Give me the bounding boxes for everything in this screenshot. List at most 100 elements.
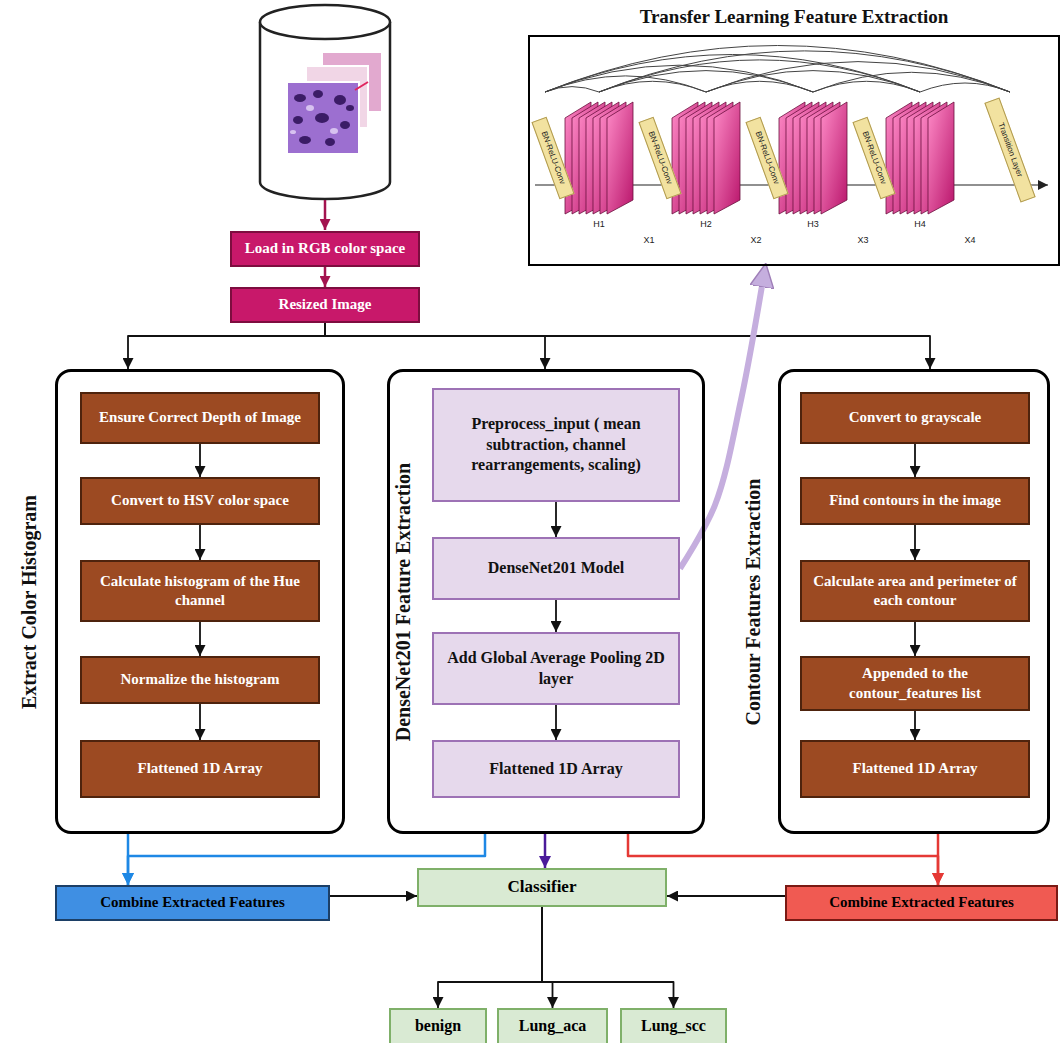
flow-arrow xyxy=(667,895,785,897)
flow-arrow xyxy=(199,704,201,740)
classifier-box: Classifier xyxy=(417,868,667,907)
block-label: H4 xyxy=(914,219,926,230)
process-panel: Contour Features ExtractionConvert to gr… xyxy=(778,369,1050,834)
block-label: H1 xyxy=(593,219,605,230)
dense-connections xyxy=(545,46,1010,93)
dense-block-illustration xyxy=(535,46,1048,215)
flow-arrow xyxy=(555,600,557,632)
panel-heading: Contour Features Extraction xyxy=(741,369,763,834)
flow-arrow xyxy=(628,834,938,885)
step-box: Find contours in the image xyxy=(800,477,1030,525)
flow-arrow xyxy=(330,895,417,897)
step-box: Convert to HSV color space xyxy=(80,477,320,525)
panel-heading: Transfer Learning Feature Extraction xyxy=(530,5,1058,29)
class-box: benign xyxy=(389,1008,487,1043)
flow-arrow xyxy=(199,622,201,656)
step-box: Add Global Average Pooling 2D layer xyxy=(432,632,680,705)
step-box: Flattened 1D Array xyxy=(80,740,320,798)
class-box: Lung_scc xyxy=(620,1008,727,1043)
database-cylinder xyxy=(260,5,390,199)
step-box: Flattened 1D Array xyxy=(432,740,680,798)
box-label: Normalize the histogram xyxy=(120,670,279,690)
box-label: Convert to HSV color space xyxy=(111,491,289,511)
box-label: Ensure Correct Depth of Image xyxy=(99,408,301,428)
box-label: Lung_scc xyxy=(641,1016,706,1037)
class-box: Lung_aca xyxy=(497,1008,608,1043)
process-panel: Extract Color HistogramEnsure Correct De… xyxy=(55,369,345,834)
box-label: Lung_aca xyxy=(519,1016,587,1037)
block-label: H3 xyxy=(807,219,819,230)
step-box: Preprocess_input ( mean subtraction, cha… xyxy=(432,388,680,502)
flow-arrow xyxy=(199,444,201,477)
box-label: Combine Extracted Features xyxy=(829,893,1014,913)
flow-arrow xyxy=(199,525,201,560)
flow-arrow xyxy=(438,907,542,1008)
block-label: X3 xyxy=(857,235,868,246)
box-label: Preprocess_input ( mean subtraction, cha… xyxy=(442,414,670,476)
step-box: Convert to grayscale xyxy=(800,392,1030,444)
block-label: X2 xyxy=(750,235,761,246)
feature-maps xyxy=(672,102,740,214)
flow-arrow xyxy=(325,323,930,369)
box-label: benign xyxy=(415,1016,461,1037)
flow-arrow xyxy=(914,711,916,740)
flow-arrow xyxy=(128,323,325,369)
flow-arrow xyxy=(542,907,674,1008)
box-label: DenseNet201 Model xyxy=(488,558,624,579)
box-label: Flattened 1D Array xyxy=(138,759,263,779)
step-box: Appended to the contour_features list xyxy=(800,656,1030,711)
tissue-mark xyxy=(355,82,368,90)
flow-arrow xyxy=(555,502,557,537)
box-label: Flattened 1D Array xyxy=(489,759,622,780)
block-label: H2 xyxy=(700,219,712,230)
process-panel: DenseNet201 Feature Extraction Preprocess… xyxy=(387,369,705,834)
box-label: Convert to grayscale xyxy=(849,408,981,428)
box-label: Resized Image xyxy=(279,295,372,315)
cell-cytoplasm xyxy=(290,105,338,134)
flow-arrow xyxy=(542,907,553,1008)
combine-box: Combine Extracted Features xyxy=(55,885,330,921)
box-label: Load in RGB color space xyxy=(245,239,406,259)
flow-arrow xyxy=(937,834,940,885)
step-box: DenseNet201 Model xyxy=(432,537,680,600)
step-box: Normalize the histogram xyxy=(80,656,320,704)
flow-arrow xyxy=(555,705,557,740)
block-label: X1 xyxy=(643,235,654,246)
cell-nuclei xyxy=(293,90,354,146)
box-label: Calculate histogram of the Hue channel xyxy=(90,572,310,611)
box-label: Calculate area and perimeter of each con… xyxy=(810,572,1020,611)
feature-maps xyxy=(565,102,633,214)
source-arrow xyxy=(324,200,327,230)
layer-strip-label: Transition Layer xyxy=(984,97,1035,202)
panel-heading: DenseNet201 Feature Extraction xyxy=(391,369,413,834)
block-label: X4 xyxy=(964,235,975,246)
flow-arrow xyxy=(914,525,916,560)
step-box: Calculate area and perimeter of each con… xyxy=(800,560,1030,622)
panel-heading: Extract Color Histogram xyxy=(17,369,39,834)
transfer-panel: Transfer Learning Feature Extraction xyxy=(528,35,1060,266)
box-label: Find contours in the image xyxy=(829,491,1001,511)
feature-maps xyxy=(886,102,954,214)
flow-arrow xyxy=(914,622,916,656)
layer-strip-label: BN-ReLU-Conv xyxy=(638,117,681,200)
cylinder-body xyxy=(260,22,390,199)
step-box: Calculate histogram of the Hue channel xyxy=(80,560,320,622)
layer-strip-label: BN-ReLU-Conv xyxy=(745,117,788,200)
combine-box: Combine Extracted Features xyxy=(785,885,1058,921)
box-label: Add Global Average Pooling 2D layer xyxy=(442,648,670,690)
flow-arrow xyxy=(544,834,547,868)
cylinder-top xyxy=(260,5,390,39)
step-box: Flattened 1D Array xyxy=(800,740,1030,798)
step-box: Ensure Correct Depth of Image xyxy=(80,392,320,444)
feature-maps xyxy=(779,102,847,214)
layer-strip-label: BN-ReLU-Conv xyxy=(852,117,895,200)
tissue-image xyxy=(287,82,359,154)
layer-strip-label: BN-ReLU-Conv xyxy=(531,117,574,200)
box-label: Classifier xyxy=(508,876,577,898)
flow-arrow xyxy=(914,444,916,477)
box-label: Combine Extracted Features xyxy=(100,893,285,913)
box-label: Appended to the contour_features list xyxy=(810,664,1020,703)
box-label: Flattened 1D Array xyxy=(853,759,978,779)
flow-arrow xyxy=(325,323,545,369)
input-box: Load in RGB color space xyxy=(230,231,420,267)
